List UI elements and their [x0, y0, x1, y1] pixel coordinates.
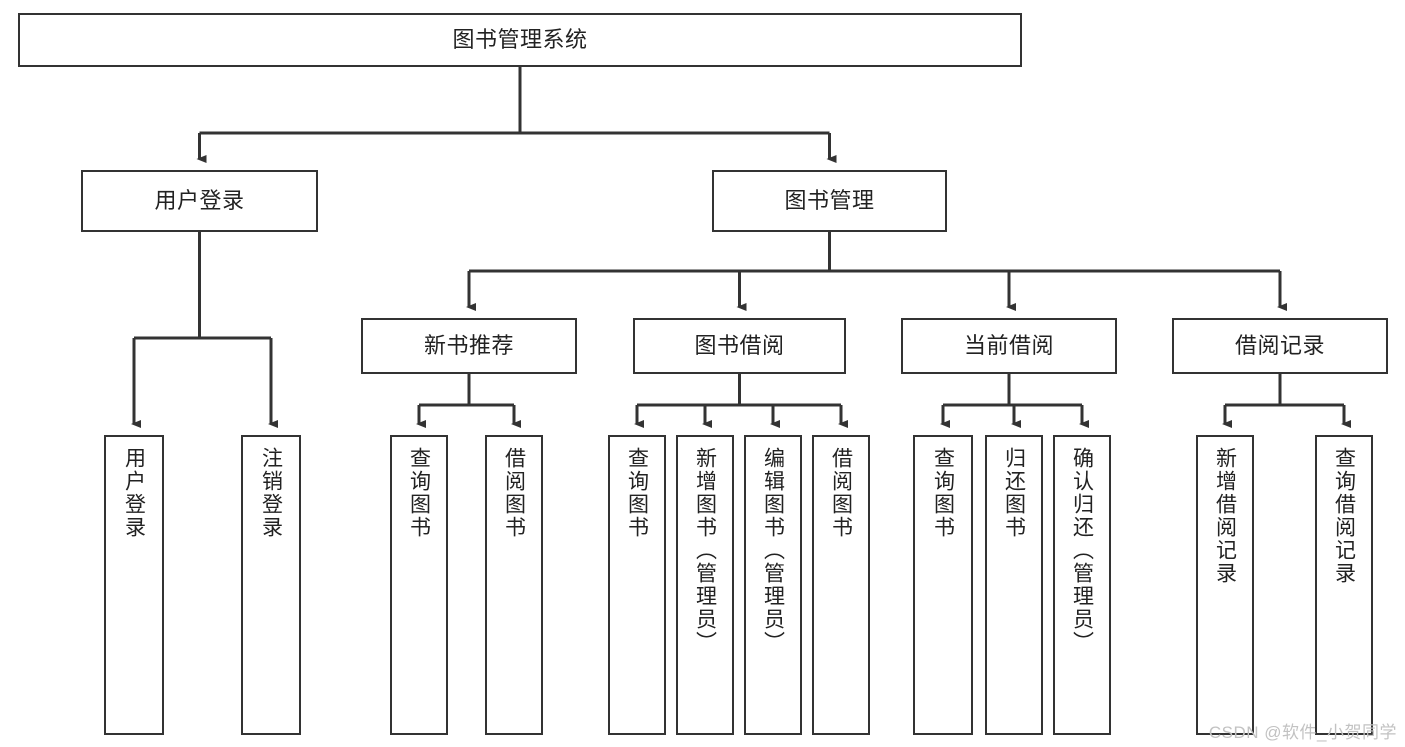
- node-leaf-cur-confirm[interactable]: 确认归还（管理员）: [1053, 435, 1111, 735]
- node-label: 查询图书: [625, 447, 649, 539]
- node-label: 图书借阅: [694, 333, 785, 359]
- node-label: 借阅图书: [502, 447, 526, 539]
- node-leaf-br-edit[interactable]: 编辑图书（管理员）: [744, 435, 802, 735]
- node-newbook[interactable]: 新书推荐: [361, 318, 577, 374]
- node-leaf-new-borrow[interactable]: 借阅图书: [485, 435, 543, 735]
- node-label: 归还图书: [1002, 447, 1026, 539]
- node-leaf-br-add[interactable]: 新增图书（管理员）: [676, 435, 734, 735]
- node-login[interactable]: 用户登录: [81, 170, 318, 232]
- node-bookmgmt[interactable]: 图书管理: [712, 170, 947, 232]
- node-leaf-cur-query[interactable]: 查询图书: [913, 435, 973, 735]
- node-label: 查询图书: [931, 447, 955, 539]
- node-label: 用户登录: [122, 447, 146, 539]
- watermark-text: CSDN @软件_小贺同学: [1208, 723, 1397, 742]
- node-leaf-new-query[interactable]: 查询图书: [390, 435, 448, 735]
- node-leaf-br-lend[interactable]: 借阅图书: [812, 435, 870, 735]
- node-root[interactable]: 图书管理系统: [18, 13, 1022, 67]
- node-label: 借阅图书: [829, 447, 853, 539]
- node-leaf-cur-return[interactable]: 归还图书: [985, 435, 1043, 735]
- node-borrow[interactable]: 图书借阅: [633, 318, 846, 374]
- node-label: 新增图书（管理员）: [693, 447, 717, 654]
- node-label: 新增借阅记录: [1213, 447, 1237, 585]
- node-current[interactable]: 当前借阅: [901, 318, 1117, 374]
- node-leaf-rec-add[interactable]: 新增借阅记录: [1196, 435, 1254, 735]
- node-label: 编辑图书（管理员）: [761, 447, 785, 654]
- node-label: 图书管理系统: [452, 27, 588, 53]
- node-label: 图书管理: [784, 188, 875, 214]
- node-leaf-user-login[interactable]: 用户登录: [104, 435, 164, 735]
- node-label: 新书推荐: [423, 333, 514, 359]
- node-label: 借阅记录: [1234, 333, 1325, 359]
- node-label: 查询借阅记录: [1332, 447, 1356, 585]
- node-records[interactable]: 借阅记录: [1172, 318, 1388, 374]
- node-label: 用户登录: [154, 188, 245, 214]
- node-leaf-br-query[interactable]: 查询图书: [608, 435, 666, 735]
- node-leaf-user-logout[interactable]: 注销登录: [241, 435, 301, 735]
- node-label: 查询图书: [407, 447, 431, 539]
- node-label: 确认归还（管理员）: [1070, 447, 1094, 654]
- node-leaf-rec-query[interactable]: 查询借阅记录: [1315, 435, 1373, 735]
- node-label: 注销登录: [259, 447, 283, 539]
- node-label: 当前借阅: [963, 333, 1054, 359]
